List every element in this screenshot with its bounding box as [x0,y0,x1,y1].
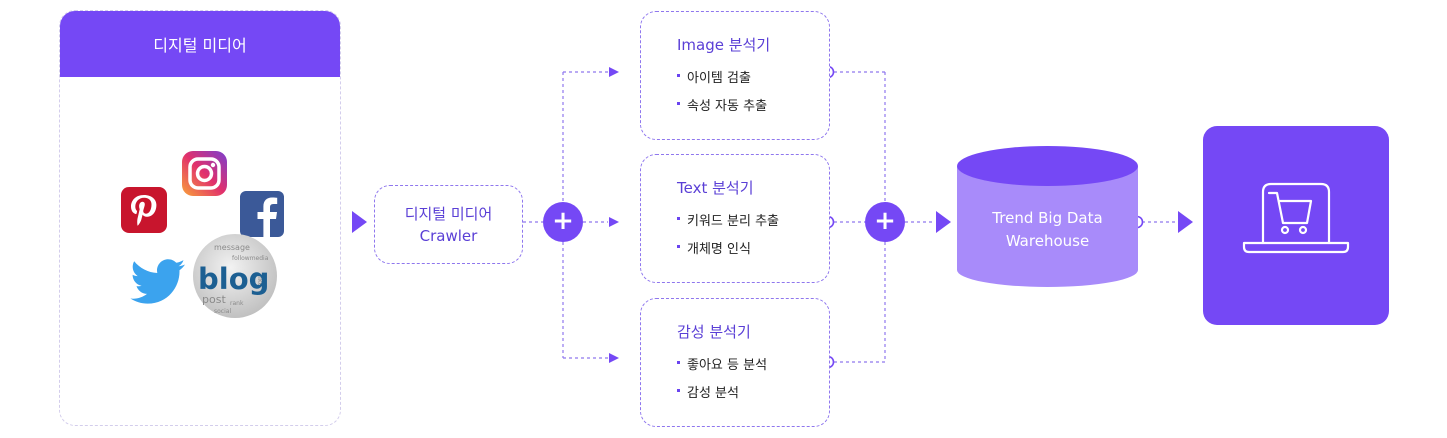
analyzer-item: 좋아요 등 분석 [677,354,829,373]
crawler-label-line2: Crawler [419,226,478,245]
analyzer-title: 감성 분석기 [677,323,751,341]
svg-text:message: message [214,243,250,252]
laptop-shopping-cart-icon [1242,182,1350,254]
analyzer-title: Text 분석기 [677,179,754,197]
merge-plus-node: + [865,202,905,242]
crawler-label-line1: 디지털 미디어 [404,204,493,223]
analyzer-item: 개체명 인식 [677,238,829,257]
arrow-to-crawler [352,211,367,233]
warehouse-label-line1: Trend Big Data [992,209,1103,227]
analyzer-item: 감성 분석 [677,382,829,401]
arrow-to-warehouse [936,211,951,233]
svg-text:rank: rank [230,300,244,307]
split-plus-node: + [543,202,583,242]
sentiment-analyzer: 감성 분석기 좋아요 등 분석 감성 분석 [640,298,830,427]
warehouse-label: Trend Big Data Warehouse [957,207,1138,253]
warehouse-cylinder [957,146,1138,287]
ecommerce-node [1203,126,1389,325]
warehouse-label-line2: Warehouse [1005,232,1090,250]
facebook-icon [240,191,284,241]
twitter-icon [130,259,186,309]
arrow-to-sentiment-analyzer [609,353,619,363]
image-analyzer: Image 분석기 아이템 검출 속성 자동 추출 [640,11,830,140]
analyzer-item: 아이템 검출 [677,67,829,86]
blog-icon: message followmedia post rank social lik… [192,233,278,323]
analyzer-title: Image 분석기 [677,36,771,54]
analyzer-item: 키워드 분리 추출 [677,210,829,229]
arrow-to-image-analyzer [609,67,619,77]
instagram-icon [182,151,227,200]
pinterest-icon [121,187,167,237]
svg-text:like: like [256,275,264,287]
blog-word: blog [198,262,269,296]
digital-media-panel: 디지털 미디어 [59,10,341,426]
svg-text:social: social [214,308,231,315]
digital-media-title: 디지털 미디어 [60,11,340,77]
arrow-to-shop [1178,211,1193,233]
arrow-to-text-analyzer [609,217,619,227]
text-analyzer: Text 분석기 키워드 분리 추출 개체명 인식 [640,154,830,283]
svg-text:followmedia: followmedia [232,255,269,262]
crawler-node: 디지털 미디어 Crawler [374,185,523,264]
analyzer-item: 속성 자동 추출 [677,95,829,114]
svg-text:post: post [202,293,226,306]
